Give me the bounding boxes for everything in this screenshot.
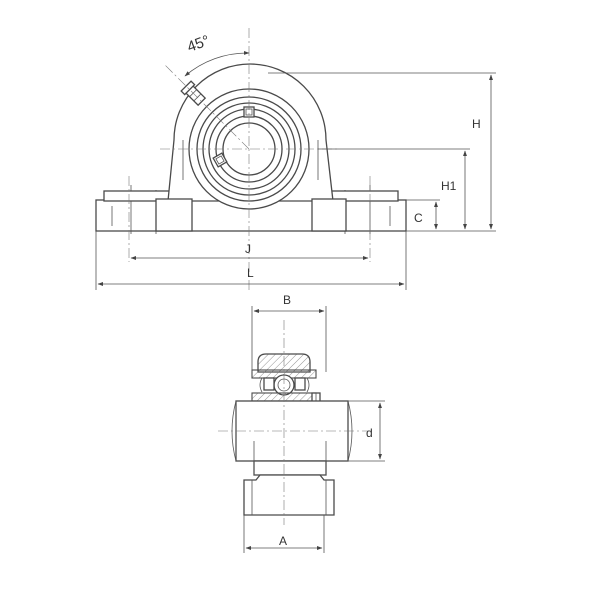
front-view: 45° H H1 C J L <box>95 28 496 292</box>
dim-label-B: B <box>283 293 291 307</box>
dim-label-H: H <box>472 117 481 131</box>
dim-label-d: d <box>366 426 373 440</box>
dim-label-A: A <box>279 534 287 548</box>
dim-label-J: J <box>245 242 251 256</box>
angle-arc <box>184 50 250 77</box>
pedestal-right <box>311 198 347 232</box>
pedestal-left <box>155 198 193 232</box>
side-view: B d A <box>218 293 385 553</box>
housing-lower <box>253 460 327 476</box>
dim-label-H1: H1 <box>441 179 457 193</box>
angle-label: 45° <box>185 32 212 56</box>
dim-label-L: L <box>247 266 254 280</box>
dim-label-C: C <box>414 211 423 225</box>
set-screw-bottom <box>212 152 228 168</box>
base-foot <box>243 474 335 516</box>
